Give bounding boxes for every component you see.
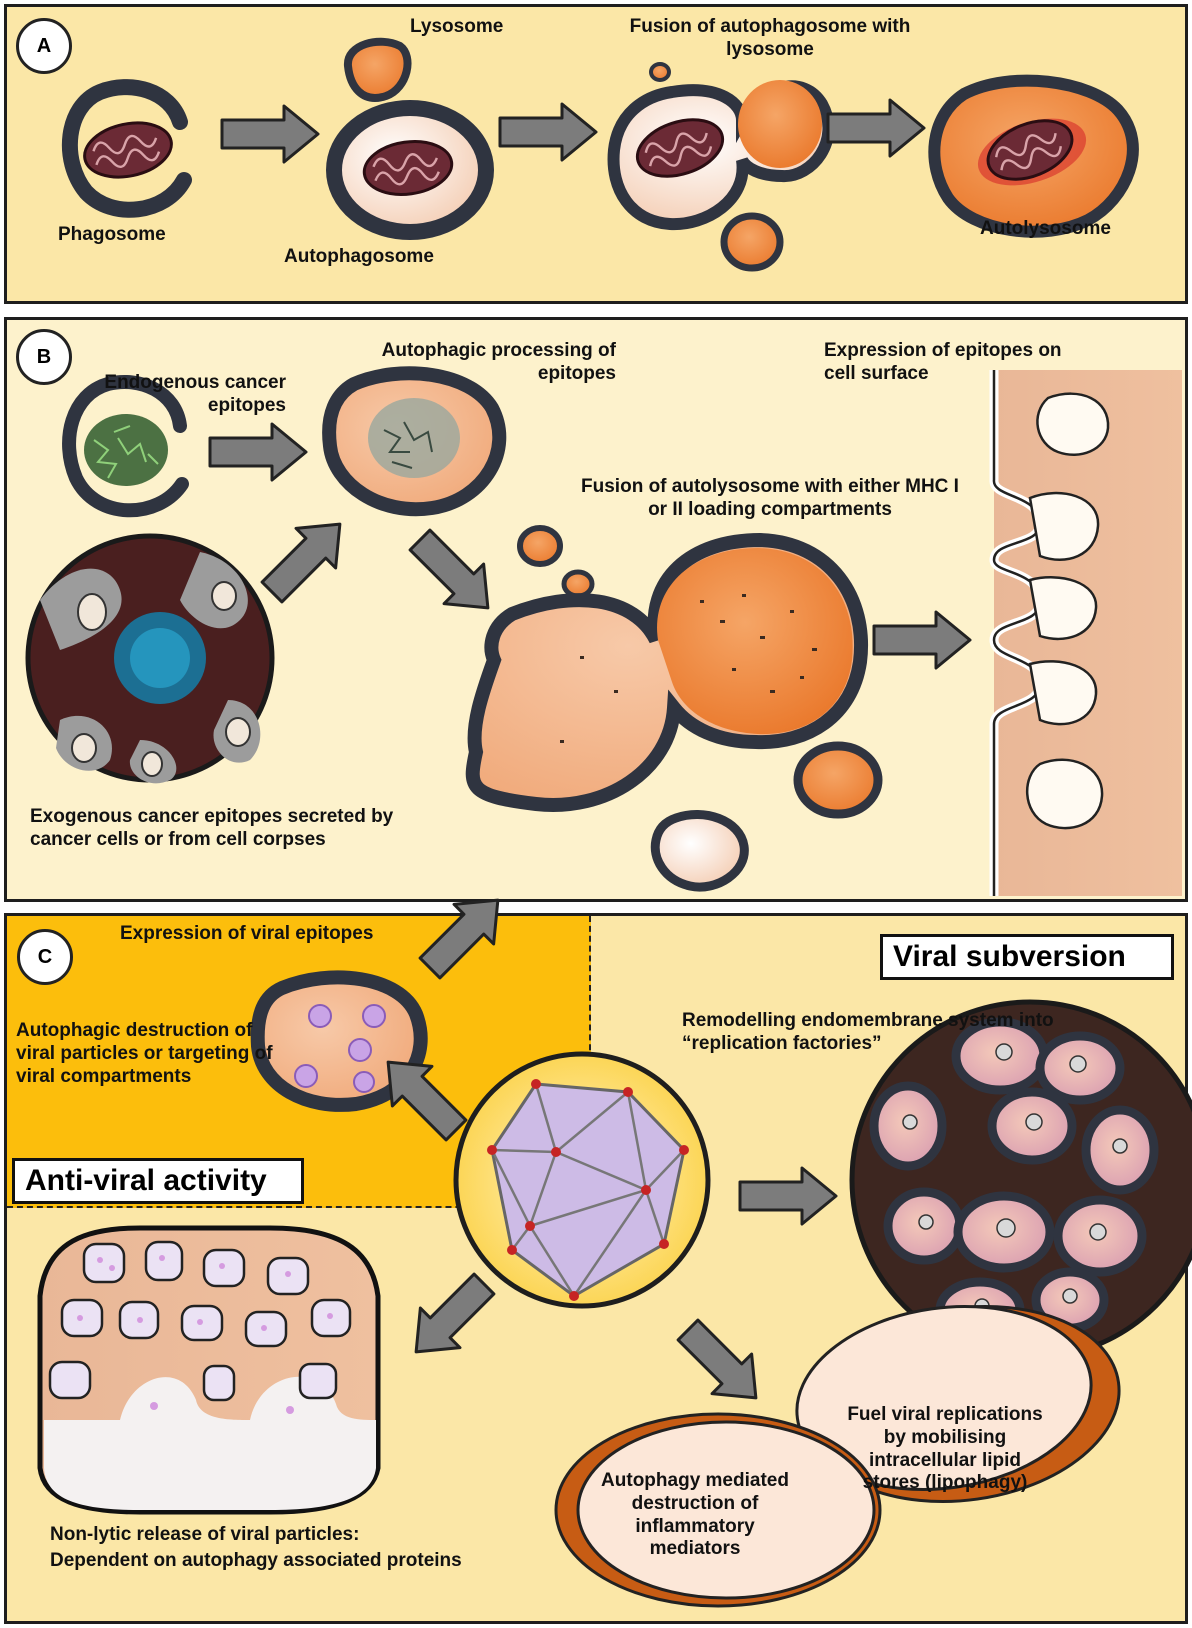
exogenous-cell-circle: [25, 533, 275, 784]
arrow-c3: [738, 1166, 838, 1226]
mhc-vesicle-orange: [793, 741, 883, 819]
label-endogenous: Endogenous cancer epitopes: [104, 372, 286, 416]
arrow-a2: [498, 102, 598, 162]
icosahedral-virus: [487, 1079, 689, 1301]
label-nonlytic-line2: Dependent on autophagy associated protei…: [50, 1550, 462, 1571]
non-lytic-release-panel: [37, 1225, 381, 1515]
endogenous-phagosome: [62, 374, 189, 518]
panel-b-letter: B: [16, 329, 72, 385]
arrow-c5: [666, 1308, 778, 1420]
arrow-c4: [394, 1262, 506, 1374]
arrow-b2: [250, 502, 362, 614]
label-lysosome: Lysosome: [410, 16, 504, 37]
autophagic-processing-vesicle: [322, 366, 507, 517]
arrow-b4: [872, 610, 972, 670]
arrow-b1: [208, 422, 308, 482]
mhc-vesicle-pale: [650, 810, 749, 892]
viral-destruction-vesicle: [250, 970, 428, 1112]
arrow-a3: [826, 98, 926, 158]
label-autolysosome: Autolysosome: [980, 218, 1111, 239]
arrow-a1: [220, 104, 320, 164]
fusion-mhc-compartment: [465, 525, 868, 812]
virus-circle: [453, 1051, 711, 1309]
label-phagosome: Phagosome: [58, 224, 166, 245]
arrow-c1: [408, 878, 520, 990]
lysosome-small: [344, 37, 412, 102]
lipid-bubbles: [554, 1304, 1121, 1608]
fusion-compartment: [607, 62, 835, 272]
arrow-b3: [398, 518, 510, 630]
label-autophagic-destruction: Autophagic destruction of viral particle…: [16, 1020, 273, 1087]
label-fuel: Fuel viral replications by mobilising in…: [847, 1404, 1043, 1494]
label-remodelling: Remodelling endomembrane system into “re…: [682, 1010, 1054, 1054]
cell-surface: [989, 370, 1182, 896]
label-fusion-a: Fusion of autophagosome with lysosome: [629, 16, 911, 60]
label-viral-subversion: Viral subversion: [880, 934, 1174, 980]
label-fusion-b: Fusion of autolysosome with either MHC I…: [581, 476, 959, 520]
cancer-epitope-cluster: [84, 414, 168, 486]
panel-a-letter: A: [16, 18, 72, 74]
label-processing: Autophagic processing of epitopes: [381, 340, 616, 384]
autophagosome: [326, 100, 494, 240]
label-viral-epitopes: Expression of viral epitopes: [120, 923, 374, 944]
panel-c-letter: C: [17, 929, 73, 985]
label-anti-viral: Anti-viral activity: [12, 1158, 304, 1204]
label-mediated: Autophagy mediated destruction of inflam…: [601, 1470, 789, 1560]
label-exogenous: Exogenous cancer epitopes secreted by ca…: [30, 806, 394, 850]
phagosome: [61, 79, 192, 218]
label-nonlytic-line1: Non-lytic release of viral particles:: [50, 1524, 360, 1545]
label-autophagosome: Autophagosome: [284, 246, 434, 267]
label-expression: Expression of epitopes on cell surface: [824, 340, 1062, 384]
autolysosome: [928, 74, 1139, 238]
